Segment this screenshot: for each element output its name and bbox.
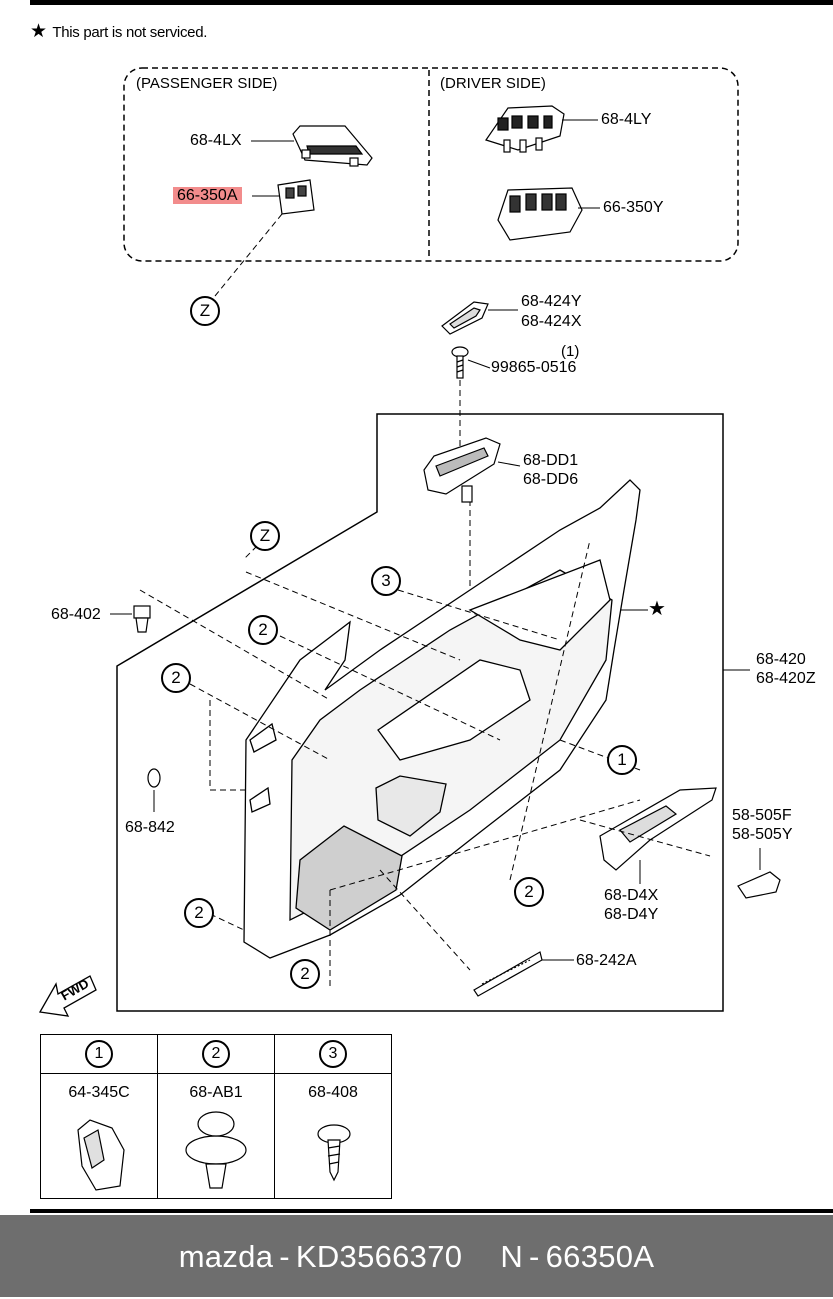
label-68-402: 68-402: [51, 606, 101, 623]
top-rule: [30, 0, 833, 5]
label-68-4ly: 68-4LY: [601, 111, 652, 128]
grip-cover: [441, 301, 489, 335]
label-68-d4x: 68-D4X: [604, 887, 659, 904]
door-frame-outline: [116, 413, 724, 1012]
label-68-dd1: 68-DD1: [523, 452, 579, 469]
callout-2-left: 2: [161, 663, 191, 693]
callout-z-door: Z: [250, 521, 280, 551]
banner-brand: mazda: [178, 1239, 274, 1274]
switch-detail-box: [123, 67, 739, 262]
switch-bezel: [599, 787, 717, 871]
label-68-424x: 68-424X: [521, 313, 582, 330]
callout-2-bottom: 2: [290, 959, 320, 989]
note-text: This part is not serviced.: [52, 24, 208, 41]
cover-58-505f: [737, 871, 781, 899]
screw-99865: [451, 346, 469, 379]
callout-1: 1: [607, 745, 637, 775]
legend-cell-3: 3 68-408: [275, 1035, 391, 1198]
legend-clip-64-345c: [77, 1119, 125, 1191]
callout-z-top: Z: [190, 296, 220, 326]
label-58-505f: 58-505F: [732, 807, 792, 824]
label-58-505y: 58-505Y: [732, 826, 793, 843]
label-68-842: 68-842: [125, 819, 175, 836]
legend-screw-68-408: [317, 1124, 351, 1182]
section-driver: (DRIVER SIDE): [440, 75, 546, 92]
callout-2-upper: 2: [248, 615, 278, 645]
inner-handle: [423, 437, 501, 503]
driver-switch-panel: [485, 105, 565, 153]
seal-68-842: [147, 768, 161, 788]
legend-num-2: 2: [202, 1040, 230, 1068]
callout-2-lower-left: 2: [184, 898, 214, 928]
door-trim-panel: [243, 479, 641, 959]
legend-code-2: 68-AB1: [189, 1084, 243, 1101]
label-68-420z: 68-420Z: [756, 670, 816, 687]
fwd-arrow: [38, 975, 97, 1017]
label-68-4lx: 68-4LX: [190, 132, 242, 149]
star-icon: ★: [30, 21, 47, 42]
banner-part-number: KD3566370: [295, 1239, 463, 1274]
legend-num-1: 1: [85, 1040, 113, 1068]
legend-cell-2: 2 68-AB1: [158, 1035, 275, 1198]
bottom-rule: [30, 1209, 833, 1213]
legend-code-3: 68-408: [308, 1084, 358, 1101]
label-99865-qty: (1): [561, 343, 580, 360]
callout-3: 3: [371, 566, 401, 596]
banner-variant: N: [500, 1239, 523, 1274]
passenger-switch-panel: [277, 125, 373, 215]
label-68-dd6: 68-DD6: [523, 471, 579, 488]
legend-cell-1: 1 64-345C: [41, 1035, 158, 1198]
clip-68-402: [133, 605, 151, 633]
highlighted-part: 66-350A: [173, 187, 242, 204]
label-68-424y: 68-424Y: [521, 293, 582, 310]
star-marker: ★: [648, 598, 666, 620]
legend-num-3: 3: [319, 1040, 347, 1068]
speaker-grille: [473, 951, 543, 997]
callout-2-right: 2: [514, 877, 544, 907]
legend-code-1: 64-345C: [68, 1084, 130, 1101]
label-66-350y: 66-350Y: [603, 199, 664, 216]
label-68-242a: 68-242A: [576, 952, 637, 969]
label-66-350a: 66-350A: [173, 185, 242, 206]
label-99865-0516: 99865-0516: [491, 359, 577, 376]
fastener-legend: 1 64-345C 2 68-AB1 3 68-408: [40, 1034, 392, 1199]
section-passenger: (PASSENGER SIDE): [136, 75, 278, 92]
not-serviced-note: ★ This part is not serviced.: [30, 20, 207, 43]
label-68-420: 68-420: [756, 651, 806, 668]
label-68-d4y: 68-D4Y: [604, 906, 659, 923]
banner-ref: 66350A: [545, 1239, 655, 1274]
legend-clip-68-ab1: [185, 1111, 247, 1189]
driver-switch-assembly: [497, 187, 583, 241]
